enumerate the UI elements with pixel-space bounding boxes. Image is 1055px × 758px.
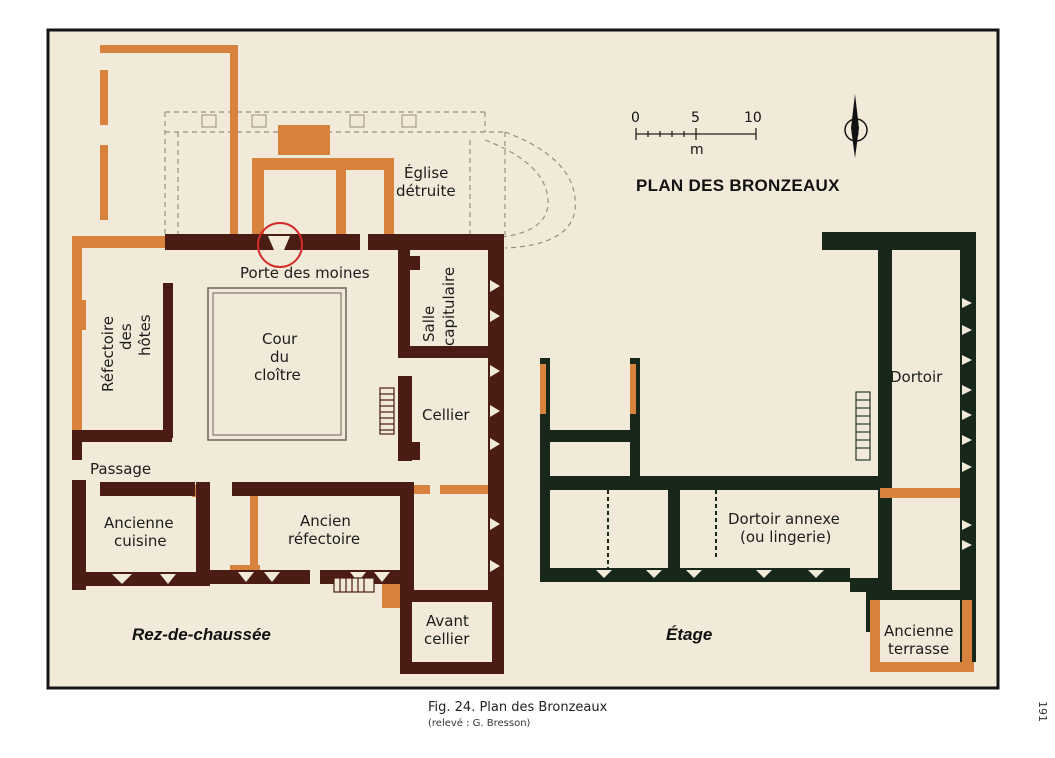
figure-credit: (relevé : G. Bresson) — [428, 718, 531, 729]
scale-bar — [635, 128, 757, 140]
label-passage: Passage — [90, 460, 151, 478]
scale-tick-0: 0 — [631, 110, 640, 126]
monks-door-opening — [268, 236, 290, 250]
label-dortoir: Dortoir — [890, 368, 943, 386]
cloister-court — [207, 287, 347, 441]
church-pillars — [201, 114, 417, 128]
label-porte-moines: Porte des moines — [240, 264, 370, 282]
upper-ruined-walls — [540, 364, 974, 672]
label-dortoir-annexe-2: (ou lingerie) — [740, 528, 831, 546]
page-number: 191 — [1036, 701, 1049, 722]
label-terrasse-2: terrasse — [888, 640, 949, 658]
scale-unit: m — [690, 142, 704, 158]
label-avant-cellier-2: cellier — [424, 630, 470, 648]
label-avant-cellier-1: Avant — [426, 612, 469, 630]
label-des: des — [117, 323, 135, 350]
label-etage: Étage — [666, 625, 712, 644]
monks-door-highlight — [257, 222, 303, 268]
upper-stairs — [855, 391, 871, 461]
label-eglise-2: détruite — [396, 182, 456, 200]
upper-partitions — [607, 490, 717, 568]
ground-floor-walls — [72, 234, 504, 674]
label-ancienne-cuisine-1: Ancienne — [104, 514, 174, 532]
label-terrasse-1: Ancienne — [884, 622, 954, 640]
ground-stairs — [333, 387, 395, 593]
scale-tick-5: 5 — [691, 110, 700, 126]
label-ancienne-cuisine-2: cuisine — [114, 532, 167, 550]
ground-windows — [112, 280, 500, 584]
label-hotes: hôtes — [136, 314, 154, 356]
label-du: du — [270, 348, 289, 366]
label-eglise-1: Église — [404, 163, 448, 182]
label-cloitre: cloître — [254, 366, 301, 384]
label-ancien-refectoire-1: Ancien — [300, 512, 351, 530]
label-ancien-refectoire-2: réfectoire — [288, 530, 360, 548]
label-dortoir-annexe-1: Dortoir annexe — [728, 510, 840, 528]
label-capitulaire: capitulaire — [440, 267, 458, 346]
svg-text:N: N — [851, 127, 859, 138]
label-refectoire: Réfectoire — [99, 316, 117, 392]
label-salle: Salle — [420, 306, 438, 342]
floor-plan: 0 5 10 m N PLAN DES BRONZEAUX Église dét… — [46, 28, 1000, 690]
destroyed-church-outline — [164, 111, 576, 249]
upper-windows — [596, 298, 972, 578]
label-cellier: Cellier — [422, 406, 470, 424]
scale-tick-10: 10 — [744, 110, 762, 126]
figure-caption: Fig. 24. Plan des Bronzeaux — [428, 700, 608, 715]
plan-title: PLAN DES BRONZEAUX — [636, 176, 840, 195]
north-arrow-icon: N — [844, 94, 868, 158]
label-cour: Cour — [262, 330, 298, 348]
label-rez-de-chaussee: Rez-de-chaussée — [132, 625, 271, 644]
upper-floor-walls — [540, 232, 976, 662]
